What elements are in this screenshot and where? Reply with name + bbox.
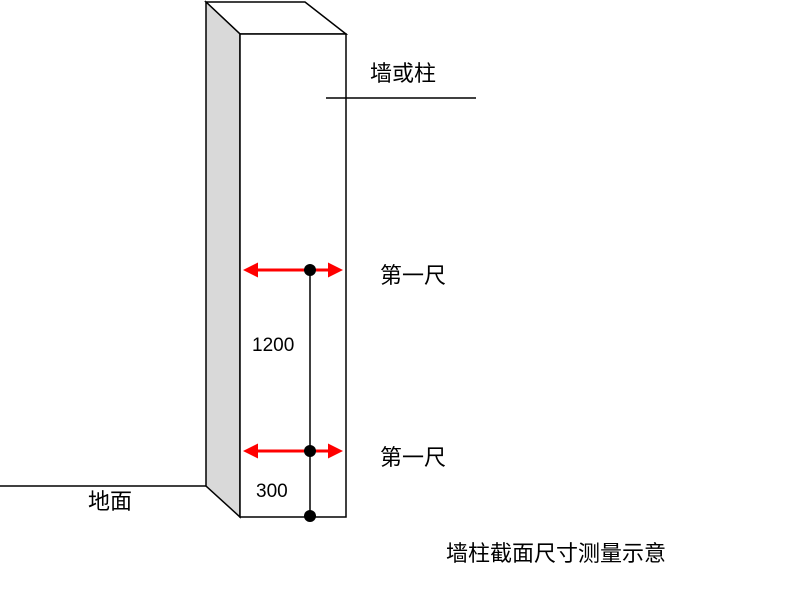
dimension-label-300: 300 xyxy=(256,481,288,502)
column-front-face xyxy=(239,33,347,518)
dot-upper xyxy=(304,264,316,276)
ground-label: 地面 xyxy=(88,490,133,515)
ruler-label-lower: 第一尺 xyxy=(380,446,447,471)
dot-bottom xyxy=(304,510,316,522)
wall-label: 墙或柱 xyxy=(370,62,437,87)
ruler-label-upper: 第一尺 xyxy=(380,264,447,289)
caption: 墙柱截面尺寸测量示意 xyxy=(446,542,667,567)
dimension-label-1200: 1200 xyxy=(252,335,295,356)
column-side-face xyxy=(205,0,241,519)
dot-middle xyxy=(304,445,316,457)
